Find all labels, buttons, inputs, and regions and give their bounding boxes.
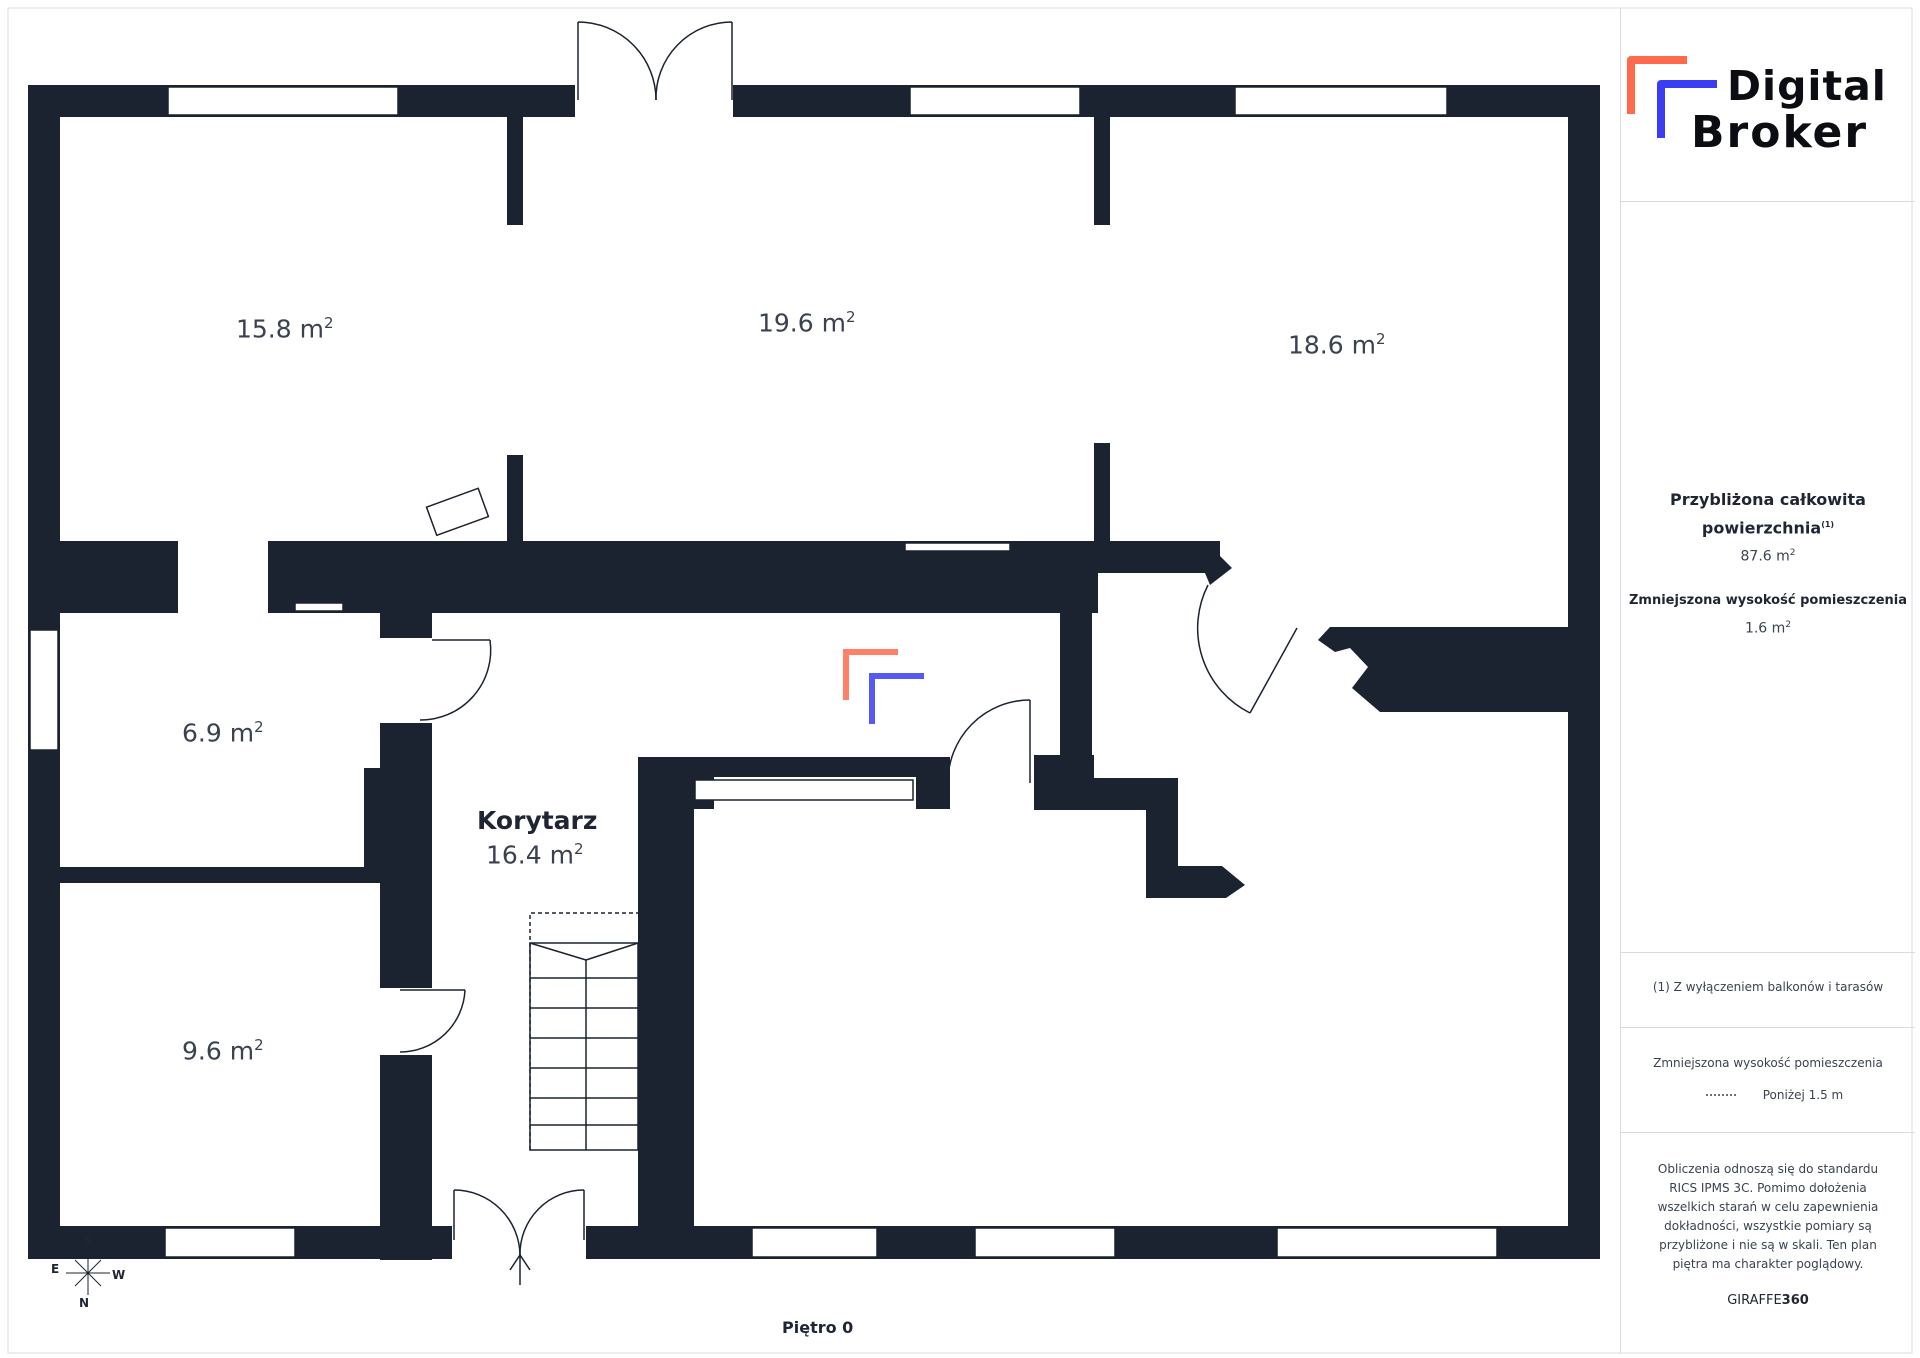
panel-divider <box>1621 952 1915 953</box>
compass-label-n: N <box>79 1296 90 1310</box>
wall-left-column <box>380 1055 432 1260</box>
brand-line1: Digital <box>1727 62 1887 110</box>
wall-left-column <box>28 867 432 883</box>
footnote-text: (1) Z wyłączeniem balkonów i tarasów <box>1652 980 1884 994</box>
reduced-height-title: Zmniejszona wysokość pomieszczenia <box>1628 593 1908 608</box>
doors <box>399 21 1298 1285</box>
window <box>974 1227 1116 1258</box>
door-swing <box>577 21 657 101</box>
watermark-logo-icon <box>843 649 924 724</box>
wall-partition <box>1094 443 1110 543</box>
logo-orange-stroke <box>1627 56 1687 114</box>
door-swing <box>419 639 492 721</box>
door-swing <box>655 21 733 101</box>
room-bottom-left-area: 9.6 m2 <box>182 1036 264 1066</box>
reduced-height-value: 1.6 m2 <box>1744 620 1792 637</box>
room-left-middle-area: 6.9 m2 <box>182 718 264 748</box>
door-openings <box>452 84 733 1261</box>
credit: GIRAFFE360 <box>1727 1293 1809 1308</box>
window <box>694 779 914 801</box>
logo-blue-stroke <box>1657 80 1717 138</box>
wall-angled <box>1205 541 1232 585</box>
legend-title: Zmniejszona wysokość pomieszczenia <box>1653 1056 1883 1070</box>
floor-name: Piętro 0 <box>782 1318 854 1337</box>
legend-item: Poniżej 1.5 m <box>1762 1088 1844 1102</box>
window <box>751 1227 878 1258</box>
door-swing <box>519 1189 585 1256</box>
staircase <box>529 912 639 1151</box>
wall-big-room <box>638 757 950 777</box>
window <box>29 629 59 751</box>
total-area-value: 87.6 m2 <box>1740 548 1796 565</box>
door-swing <box>399 989 466 1053</box>
door-swing <box>453 1189 521 1256</box>
wall-right-block <box>1318 627 1568 712</box>
door-arrow <box>509 1253 531 1271</box>
wall-big-room <box>638 757 694 1257</box>
room-corridor-area: 16.4 m2 <box>486 840 584 870</box>
window <box>294 602 344 612</box>
window <box>164 1227 296 1258</box>
wall-band <box>268 541 1098 613</box>
window <box>904 542 1011 552</box>
walls <box>28 85 1600 1260</box>
compass-icon <box>66 1252 110 1295</box>
brand-line2: Broker <box>1691 107 1869 158</box>
compass-label-e: E <box>51 1262 60 1276</box>
compass-label-s: S <box>84 1234 93 1248</box>
room-top-right-area: 18.6 m2 <box>1288 330 1386 360</box>
wall-right <box>1568 85 1600 1259</box>
window <box>1276 1227 1498 1258</box>
panel-divider <box>1621 1132 1915 1133</box>
wall-left-column <box>364 768 432 868</box>
door-swing <box>1196 584 1251 714</box>
door-leaf <box>1249 627 1298 714</box>
watermark-blue-stroke <box>869 673 924 724</box>
digital-broker-logo-icon <box>1627 56 1717 138</box>
plan-frame <box>7 7 1913 1354</box>
wall-partition <box>507 455 523 545</box>
wall-band <box>28 541 178 613</box>
wall-big-room <box>916 757 950 809</box>
room-corridor-name: Korytarz <box>477 806 598 835</box>
stair-line <box>529 942 587 961</box>
wall-partition <box>1094 115 1110 225</box>
window <box>1234 86 1448 116</box>
wall-central <box>1034 755 1094 810</box>
total-area-title: Przybliżona całkowita powierzchnia(1) <box>1670 490 1866 538</box>
door-opening <box>575 84 733 118</box>
compass-needle <box>74 1259 102 1287</box>
wall-band <box>1090 541 1220 573</box>
watermark-orange-stroke <box>843 649 898 700</box>
room-top-left-area: 15.8 m2 <box>236 314 334 344</box>
disclaimer: Obliczenia odnoszą się do standardu RICS… <box>1657 1162 1879 1271</box>
room-top-middle-area: 19.6 m2 <box>758 308 856 338</box>
stair-line <box>585 942 639 961</box>
panel-divider <box>1621 1027 1915 1028</box>
window <box>167 86 399 116</box>
compass-label-w: W <box>112 1268 126 1282</box>
wall-partition <box>507 115 523 225</box>
wall-central <box>1146 866 1245 898</box>
stairs-box <box>529 942 639 1151</box>
info-panel: Digital Broker Przybliżona całkowita pow… <box>1620 8 1915 1353</box>
door-sill <box>425 487 490 537</box>
panel-divider <box>1621 201 1915 202</box>
window <box>909 86 1081 116</box>
windows <box>29 86 1498 1258</box>
wall-left-column <box>380 608 432 638</box>
door-swing <box>947 699 1031 784</box>
